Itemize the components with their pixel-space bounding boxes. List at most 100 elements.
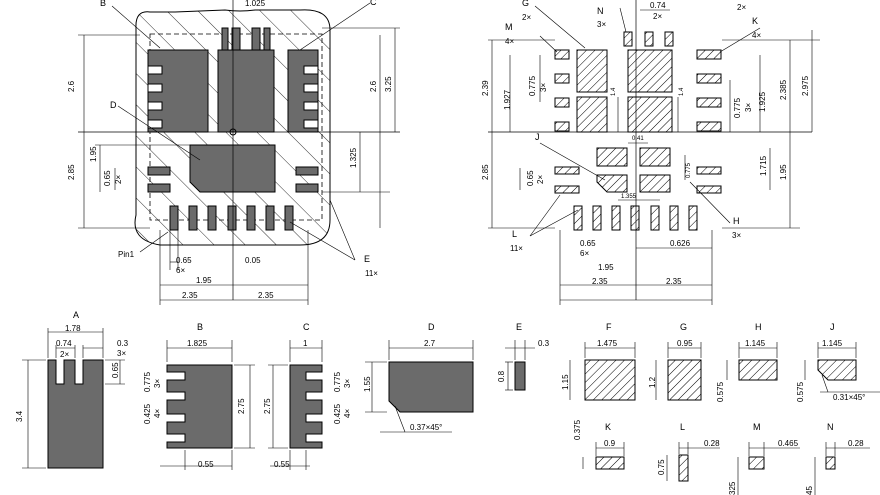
pad-a-slot: [231, 27, 241, 51]
detail-a-slot-gap: 0.3: [117, 339, 129, 348]
pad-c-slot: [303, 119, 319, 129]
detail-g: G 0.95 1.2: [648, 322, 702, 401]
pad-k-side: [696, 185, 722, 194]
detail-a-label: A: [73, 310, 79, 320]
pad-n: [664, 31, 674, 47]
dim-mid-1355: 1.355: [621, 194, 637, 200]
detail-b-label: B: [197, 322, 203, 332]
detail-j-label: J: [830, 322, 835, 332]
dim-right-inner: 1.925: [758, 91, 767, 112]
detail-d-chamfer: 0.37×45°: [410, 423, 442, 432]
callout-g: G: [522, 0, 529, 8]
dim-bottom-span: 1.95: [598, 263, 614, 272]
detail-l-height: 0.75: [657, 459, 666, 475]
right-view: G 2× N 3× 2× M 4× K 4× J L 11× H 3× 0.74…: [481, 0, 820, 305]
dim-bottom-pitch: 0.65: [580, 239, 596, 248]
dim-right-total-upper: 3.25: [384, 76, 393, 92]
detail-f: F 1.475 1.15: [561, 322, 636, 401]
detail-e-label: E: [516, 322, 522, 332]
bottom-pads: [169, 205, 294, 231]
dim-m-pitch-count: 3×: [539, 83, 548, 92]
pad-a-slot: [263, 27, 271, 51]
callout-c: C: [370, 0, 377, 7]
pad-side: [295, 166, 319, 176]
detail-g-height: 1.2: [648, 376, 657, 388]
detail-a-width: 1.78: [65, 324, 81, 333]
callout-e-count: 11×: [365, 269, 378, 278]
pad-g: [596, 147, 628, 167]
dim-bottom-pitch: 0.65: [176, 256, 192, 265]
detail-e-height: 0.8: [497, 370, 506, 382]
dim-bottom-right-half: 2.35: [258, 291, 274, 300]
detail-j-width: 1.145: [822, 339, 843, 348]
pad-f: [627, 49, 673, 93]
detail-c-width: 1: [303, 339, 308, 348]
dim-center-small: 0.41: [632, 136, 644, 142]
detail-f-height: 1.15: [561, 374, 570, 390]
detail-k-width: 0.9: [604, 439, 616, 448]
dim-bottom-offset: 0.05: [245, 256, 261, 265]
detail-a-slot-w: 0.74: [56, 339, 72, 348]
detail-g-label: G: [680, 322, 687, 332]
pads-m: [554, 49, 570, 132]
dim-right-mid: 1.325: [349, 147, 358, 168]
pad-l-side: [554, 166, 580, 175]
dim-left-upper: 2.6: [67, 80, 76, 92]
pad-c-slot: [303, 65, 319, 75]
callout-m: M: [505, 22, 513, 32]
dim-bottom-pitch-count: 6×: [176, 266, 185, 275]
dim-bottom-pitch-count: 6×: [580, 249, 589, 258]
pad-n: [623, 31, 633, 47]
dim-bottom-left-half: 2.35: [182, 291, 198, 300]
detail-c-finger: 0.55: [274, 460, 290, 469]
detail-a-slot-depth: 0.65: [111, 362, 120, 378]
detail-d-width: 2.7: [424, 339, 436, 348]
pad-f: [576, 49, 608, 93]
dim-bottom-right-half: 2.35: [666, 277, 682, 286]
callout-n: N: [597, 6, 604, 16]
detail-g-width: 0.95: [677, 339, 693, 348]
pad-j: [596, 174, 628, 193]
pad-d: [189, 144, 276, 193]
detail-n: N 0.28 45: [805, 422, 870, 495]
callout-h-count: 3×: [732, 231, 741, 240]
detail-h-height: 0.575: [716, 381, 725, 402]
pad-k-side: [696, 166, 722, 175]
callout-j: J: [535, 132, 540, 142]
dim-right-1715: 1.715: [759, 155, 768, 176]
detail-h: H 1.145 0.575: [716, 322, 778, 402]
pad-a-slot: [251, 27, 261, 51]
dim-bottom-left-half: 2.35: [592, 277, 608, 286]
pad-a-slot: [221, 27, 229, 51]
pad-f: [627, 96, 673, 133]
dim-center-gap-left: 1.4: [611, 87, 617, 96]
pad-n: [644, 31, 654, 47]
callout-pin1: Pin1: [118, 250, 135, 259]
detail-l-label: L: [680, 422, 685, 432]
detail-j: J 1.145 0.575 0.31×45°: [796, 322, 880, 402]
left-view: B C D Pin1 E 11× 2.6 2.85 1.95 0.65 2× 2…: [67, 0, 400, 305]
callout-k: K: [752, 16, 758, 26]
detail-b-height: 2.75: [237, 398, 246, 414]
dim-m-pitch: 0.775: [528, 75, 537, 96]
dim-bottom-span: 1.95: [196, 276, 212, 285]
detail-a-slot-count: 2×: [60, 350, 69, 359]
pad-l-side: [554, 185, 580, 194]
detail-k: K 0.9 0.375: [573, 419, 625, 470]
detail-b-pitch-count: 3×: [153, 379, 162, 388]
detail-c-height: 2.75: [263, 398, 272, 414]
dim-top-pitch-count: 2×: [653, 12, 662, 21]
pad-b-slot: [147, 83, 163, 93]
dim-bottom-0626: 0.626: [670, 239, 691, 248]
pad-f: [576, 96, 608, 133]
pads-k: [696, 49, 722, 132]
detail-e-width: 0.3: [538, 339, 550, 348]
callout-n-count: 3×: [597, 20, 606, 29]
detail-c-slot-h: 0.425: [333, 403, 342, 424]
detail-c-slot-count: 4×: [343, 409, 352, 418]
dim-left-inner-upper: 1.927: [503, 89, 512, 110]
callout-m-count: 4×: [505, 37, 514, 46]
dim-l-pitch-count: 2×: [536, 175, 545, 184]
detail-h-label: H: [755, 322, 762, 332]
